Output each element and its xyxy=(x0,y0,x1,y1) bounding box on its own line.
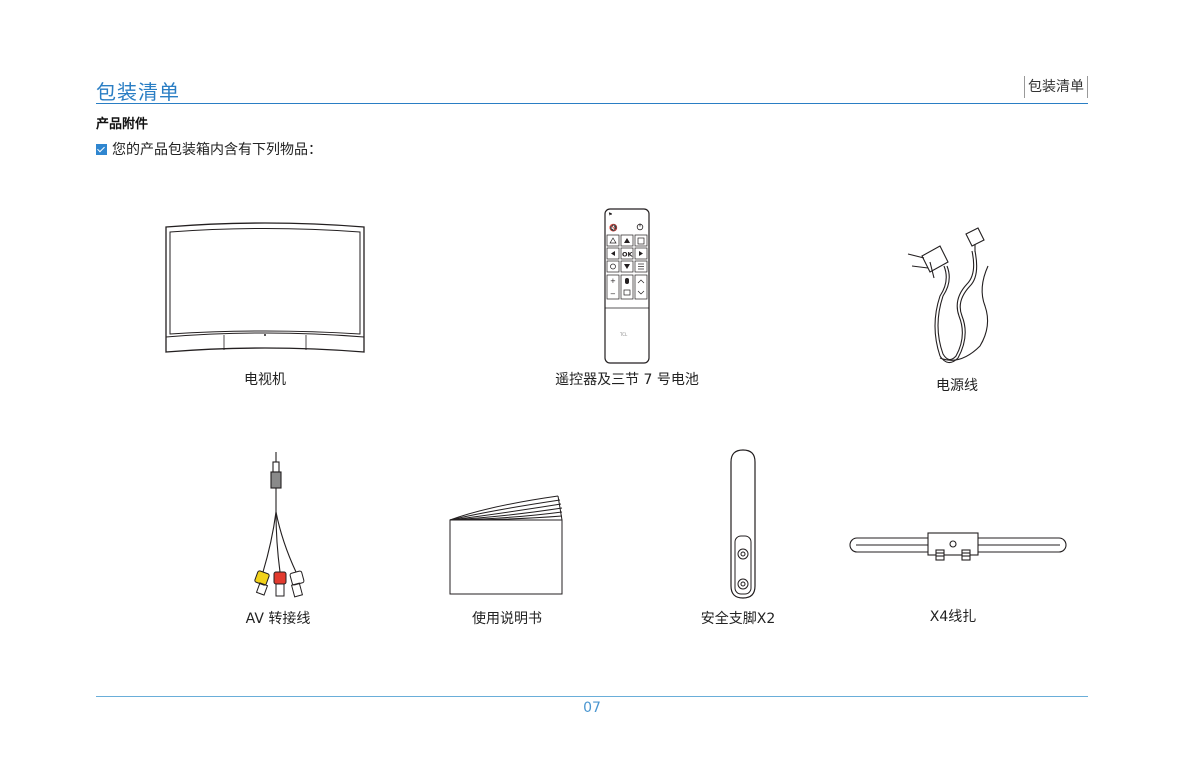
intro-text: 您的产品包装箱内含有下列物品： xyxy=(112,142,322,158)
item-caption-safety-foot: 安全支脚X2 xyxy=(700,611,776,627)
intro-line: 您的产品包装箱内含有下列物品： xyxy=(96,139,322,159)
item-caption-power-cord: 电源线 xyxy=(936,378,978,394)
item-caption-av-cable: AV 转接线 xyxy=(245,611,311,627)
page-title: 包装清单 xyxy=(96,80,180,104)
checkbox-bullet-icon xyxy=(96,143,107,155)
cable-tie-icon xyxy=(848,528,1068,568)
item-caption-tv: 电视机 xyxy=(244,372,286,388)
svg-text:⚑: ⚑ xyxy=(608,212,612,218)
remote-brand-label: TCL xyxy=(619,332,628,337)
item-caption-remote: 遥控器及三节 7 号电池 xyxy=(555,372,699,388)
remote-control-icon: ⚑ 🔇 OK + − xyxy=(604,208,650,364)
av-cable-icon xyxy=(248,452,308,602)
page-number: 07 xyxy=(583,700,601,716)
svg-text:−: − xyxy=(610,290,616,298)
item-caption-manual: 使用说明书 xyxy=(472,611,542,627)
item-caption-cable-tie: X4线扎 xyxy=(929,609,977,625)
svg-text:+: + xyxy=(610,277,616,285)
header-divider xyxy=(96,103,1088,104)
footer-divider xyxy=(96,696,1088,697)
svg-text:🔇: 🔇 xyxy=(609,223,618,232)
curved-tv-icon xyxy=(164,222,366,356)
section-heading: 产品附件 xyxy=(96,117,149,132)
manual-icon xyxy=(448,492,566,596)
safety-foot-icon xyxy=(727,448,759,600)
power-cord-icon xyxy=(900,226,1000,371)
remote-ok-label: OK xyxy=(622,251,634,259)
section-tab: 包装清单 xyxy=(1024,76,1088,98)
